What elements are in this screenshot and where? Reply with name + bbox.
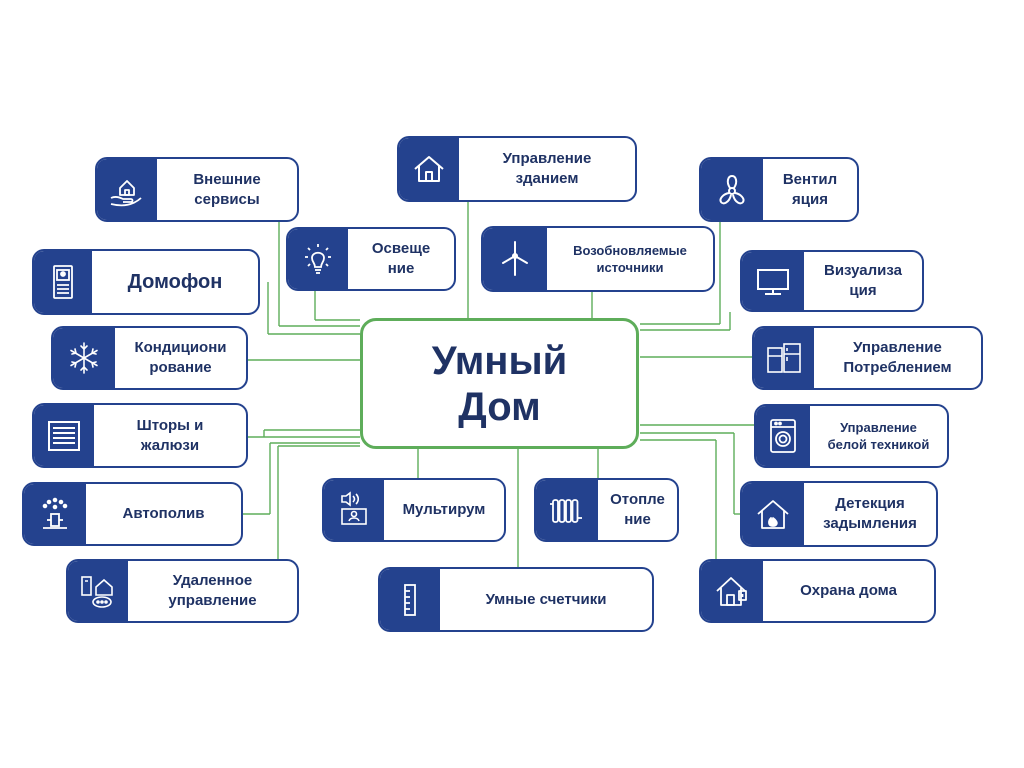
node-label: Вентил яция	[782, 170, 838, 208]
node-lighting[interactable]: Освеще ние	[286, 227, 456, 291]
node-label: Кондициони рование	[134, 339, 227, 376]
radiator-icon	[536, 480, 598, 540]
node-label: Визуализа ция	[824, 262, 902, 299]
node-air-conditioning[interactable]: Кондициони рование	[51, 326, 248, 390]
node-home-security[interactable]: Охрана дома	[699, 559, 936, 623]
node-label: Мультирум	[402, 501, 486, 518]
meter-icon	[380, 569, 440, 630]
hand-house-icon	[97, 159, 157, 220]
node-label: Управление Потреблением	[843, 339, 952, 376]
hub-title: Умный Дом	[431, 338, 568, 429]
node-external-services[interactable]: Внешние сервисы	[95, 157, 299, 222]
node-curtains-blinds[interactable]: Шторы и жалюзи	[32, 403, 248, 468]
node-label: Отопле ние	[610, 491, 665, 528]
node-label: Детекция задымления	[823, 495, 917, 532]
snowflake-icon	[53, 328, 115, 388]
node-smart-meters[interactable]: Умные счетчики	[378, 567, 654, 632]
house-security-icon	[701, 561, 763, 621]
multiroom-icon	[324, 480, 384, 540]
node-label: Возобновляемые источники	[573, 243, 687, 275]
node-label: Охрана дома	[800, 582, 897, 599]
node-label: Домофон	[127, 271, 223, 293]
node-auto-irrigation[interactable]: Автополив	[22, 482, 243, 546]
fan-icon	[701, 159, 763, 220]
node-label: Автополив	[122, 505, 205, 522]
node-renewable-sources[interactable]: Возобновляемые источники	[481, 226, 715, 292]
house-icon	[399, 138, 459, 200]
blinds-icon	[34, 405, 94, 466]
node-label: Умные счетчики	[485, 590, 607, 608]
node-remote-control[interactable]: Удаленное управление	[66, 559, 299, 623]
remote-control-icon	[68, 561, 128, 621]
node-multiroom[interactable]: Мультирум	[322, 478, 506, 542]
node-intercom[interactable]: Домофон	[32, 249, 260, 315]
node-building-management[interactable]: Управление зданием	[397, 136, 637, 202]
washing-machine-icon	[756, 406, 810, 466]
lightbulb-icon	[288, 229, 348, 289]
sprinkler-icon	[24, 484, 86, 544]
node-heating[interactable]: Отопле ние	[534, 478, 679, 542]
node-label: Освеще ние	[371, 240, 431, 277]
node-smoke-detection[interactable]: Детекция задымления	[740, 481, 938, 547]
node-label: Удаленное управление	[168, 572, 257, 609]
node-visualization[interactable]: Визуализа ция	[740, 250, 924, 312]
node-ventilation[interactable]: Вентил яция	[699, 157, 859, 222]
node-label: Шторы и жалюзи	[136, 416, 204, 454]
node-label: Управление зданием	[502, 150, 592, 187]
smart-home-hub: Умный Дом	[360, 318, 639, 449]
node-consumption-management[interactable]: Управление Потреблением	[752, 326, 983, 390]
wind-turbine-icon	[483, 228, 547, 290]
node-label: Внешние сервисы	[193, 170, 261, 208]
node-appliance-management[interactable]: Управление белой техникой	[754, 404, 949, 468]
intercom-icon	[34, 251, 92, 313]
house-fire-icon	[742, 483, 804, 545]
node-label: Управление белой техникой	[827, 420, 930, 452]
monitor-icon	[742, 252, 804, 310]
appliances-icon	[754, 328, 814, 388]
